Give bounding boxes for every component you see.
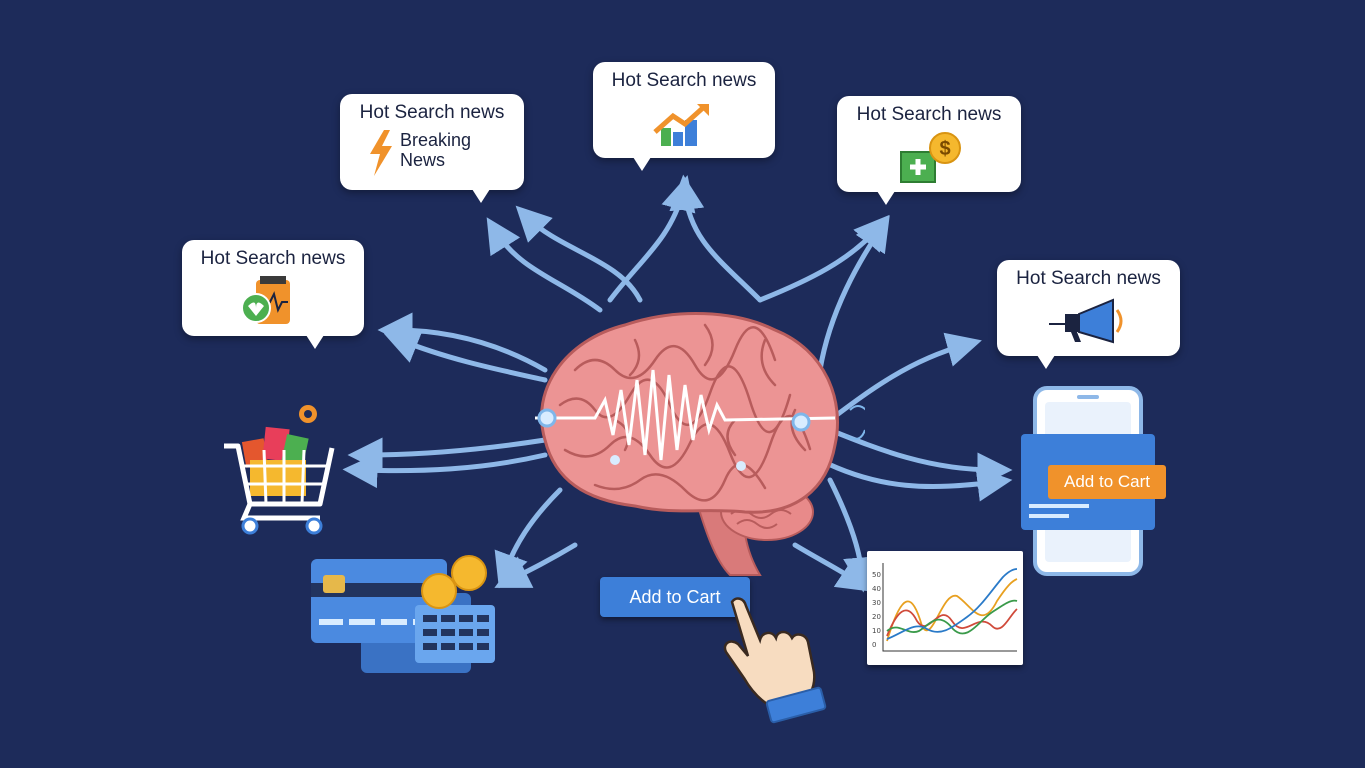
megaphone-icon	[1049, 298, 1123, 344]
pointing-hand-icon	[723, 597, 827, 724]
coin-icon	[421, 555, 487, 609]
bubble-health: Hot Search news	[182, 240, 364, 349]
bubble-finance: Hot Search news $	[837, 96, 1021, 205]
bubble-announcement: Hot Search news	[997, 260, 1180, 369]
chart-tick-label: 40	[872, 585, 881, 593]
svg-text:$: $	[939, 138, 950, 160]
bubble-title: Hot Search news	[611, 70, 757, 91]
health-icon	[241, 276, 290, 324]
arrow-to-breaking	[486, 217, 603, 313]
chart-tick-label: 50	[872, 571, 881, 579]
growth-chart-icon	[653, 104, 709, 146]
arrow-to-growth	[607, 175, 696, 303]
bubble-growth: Hot Search news	[593, 62, 775, 171]
arrow-to-health-2	[377, 312, 548, 373]
arrow-to-health	[383, 330, 548, 383]
add-to-cart-button[interactable]: Add to Cart	[600, 577, 750, 617]
line-chart-panel: 50 40 30 20 10 0	[867, 551, 1023, 665]
bubble-title: Hot Search news	[856, 104, 1002, 125]
phone-add-to-cart-label: Add to Cart	[1064, 472, 1150, 491]
arrow-to-card-2	[494, 542, 578, 588]
chart-tick-label: 30	[872, 599, 881, 607]
credit-card-icon	[311, 555, 495, 673]
breaking-line-2: News	[400, 150, 446, 170]
chart-series-line	[886, 608, 1018, 637]
bubble-title: Hot Search news	[359, 102, 505, 123]
arrow-to-phone-2	[817, 457, 1013, 502]
bubble-breaking-news: Hot Search news Breaking News	[340, 94, 524, 203]
arrow-to-announce	[827, 332, 982, 423]
chart-series-line	[886, 568, 1018, 640]
line-chart: 50 40 30 20 10 0	[872, 563, 1018, 652]
chart-series-line	[886, 578, 1018, 642]
gear-icon	[299, 405, 317, 423]
lightning-icon	[370, 130, 392, 176]
arrow-to-cart-2	[342, 452, 548, 489]
chart-series-line	[886, 599, 1018, 635]
arrow-to-chart-2	[827, 477, 879, 593]
chart-tick-label: 20	[872, 613, 881, 621]
arrow-to-breaking-2	[515, 205, 643, 303]
add-to-cart-label: Add to Cart	[629, 587, 721, 607]
arrow-to-growth-2	[669, 174, 763, 303]
chart-tick-label: 0	[872, 641, 876, 649]
money-icon: $	[900, 132, 961, 183]
bubble-title: Hot Search news	[1016, 268, 1161, 289]
phone-add-to-cart-button[interactable]: Add to Cart	[1048, 465, 1166, 499]
breaking-line-1: Breaking	[400, 130, 472, 150]
shopping-cart-icon	[224, 405, 335, 535]
bubble-title: Hot Search news	[200, 248, 346, 269]
brain-icon	[535, 312, 865, 576]
arrow-to-cart	[347, 437, 548, 473]
chart-tick-label: 10	[872, 627, 881, 635]
arrow-to-finance-2	[817, 215, 890, 373]
